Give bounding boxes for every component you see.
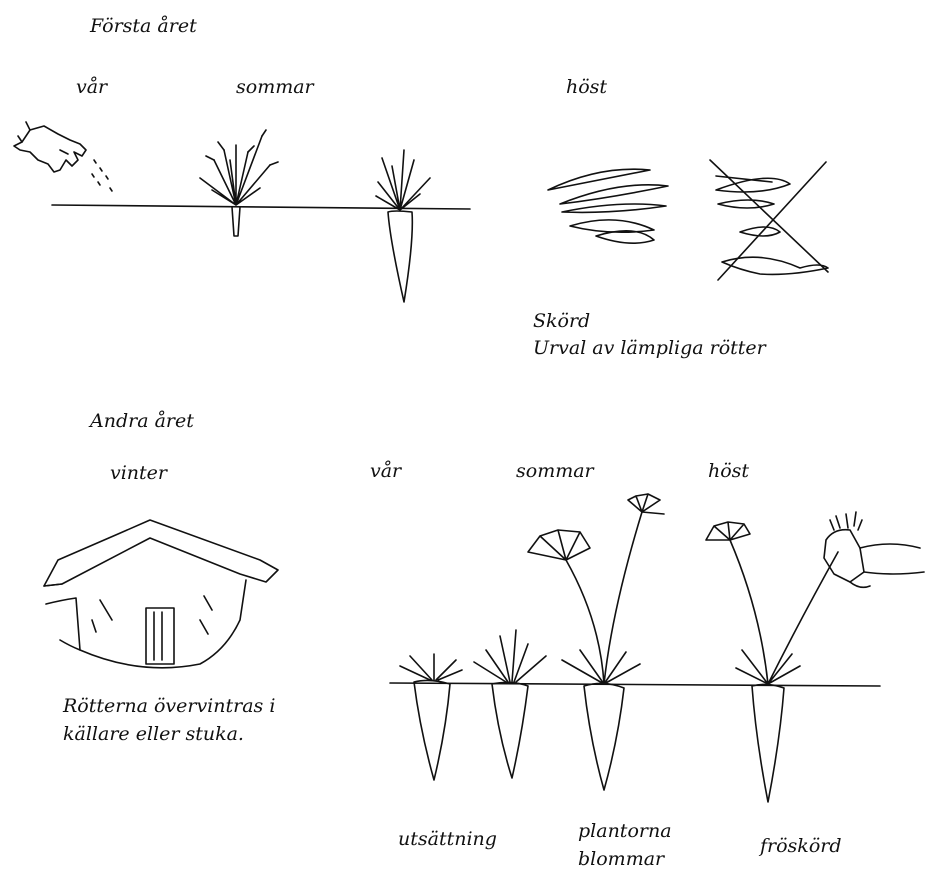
young-carrot-icon bbox=[200, 130, 278, 236]
seeds-icon bbox=[92, 160, 112, 191]
selected-roots-icon bbox=[548, 169, 668, 243]
sowing-hand-icon bbox=[14, 122, 86, 172]
harvesting-hand-icon bbox=[824, 512, 924, 587]
transplanted-root-icon bbox=[400, 654, 462, 780]
sprouting-root-icon bbox=[474, 630, 546, 778]
cellar-door-icon bbox=[146, 608, 174, 664]
umbel-left-icon bbox=[528, 530, 590, 560]
year1-ground-line bbox=[52, 205, 470, 209]
umbel-top-icon bbox=[628, 494, 664, 514]
rejected-roots-icon bbox=[716, 176, 828, 274]
seed-carrot-icon bbox=[706, 522, 838, 802]
year2-ground-line bbox=[390, 683, 880, 686]
flowering-carrot-icon bbox=[528, 494, 664, 790]
mature-carrot-icon bbox=[376, 150, 430, 302]
seed-umbel-icon bbox=[706, 522, 750, 540]
root-cellar-icon bbox=[44, 520, 278, 668]
